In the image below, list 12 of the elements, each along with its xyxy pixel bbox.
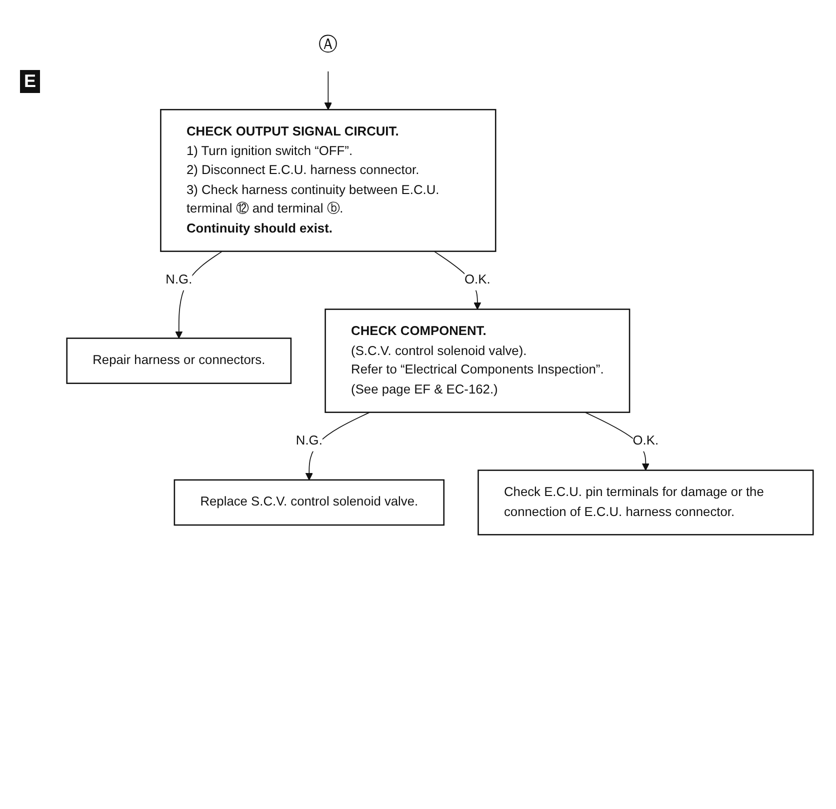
node-box: Replace S.C.V. control solenoid valve.	[174, 479, 445, 526]
node-box: Check E.C.U. pin terminals for damage or the connection of E.C.U. harness connector.	[478, 470, 814, 536]
node-text: Ⓐ	[318, 33, 338, 55]
edge-label: O.K.	[632, 433, 659, 448]
node-box: CHECK OUTPUT SIGNAL CIRCUIT. 1) Turn ignition switch “OFF”. 2) Disconnect E.C.U. harness connector. 3) Check harness continuity between E.C.U. terminal ⑫ and terminal ⓑ. Continuity should exist.	[160, 108, 496, 252]
arrow	[324, 70, 332, 110]
edge-label: O.K.	[464, 272, 490, 287]
node-box: Repair harness or connectors.	[66, 338, 292, 384]
edge-label: N.G.	[296, 433, 322, 448]
edge-label: N.G.	[166, 272, 192, 287]
section-marker: E	[20, 70, 40, 93]
node-box: CHECK COMPONENT. (S.C.V. control solenoid valve). Refer to “Electrical Components Inspection”. (See page EF & EC-162.)	[324, 308, 630, 413]
